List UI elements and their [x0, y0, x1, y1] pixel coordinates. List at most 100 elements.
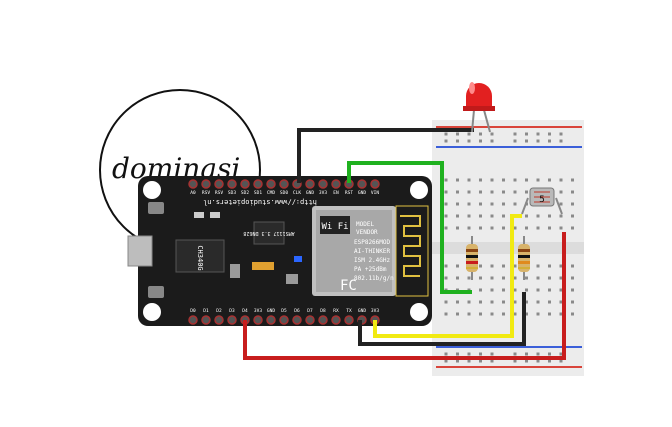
smd-component [286, 274, 298, 284]
pin-label: SD2 [241, 190, 249, 196]
pin [240, 179, 250, 189]
pin-label: D7 [307, 308, 313, 314]
breadboard-hole [571, 202, 574, 206]
pin [188, 179, 198, 189]
rail-hole [548, 352, 551, 356]
pin [188, 315, 198, 325]
resistor [466, 236, 478, 280]
breadboard-hole [536, 288, 540, 292]
breadboard-hole [513, 178, 517, 182]
rail-hole [548, 359, 551, 363]
breadboard-hole [548, 226, 551, 230]
breadboard-hole [467, 226, 471, 230]
breadboard-hole [571, 300, 574, 304]
breadboard-hole [444, 300, 448, 304]
breadboard-hole [571, 276, 574, 280]
breadboard-hole [456, 190, 459, 194]
rail-hole [444, 132, 448, 136]
pin [214, 315, 224, 325]
breadboard-hole [559, 276, 563, 280]
rail-hole [559, 132, 563, 136]
pin-label: SD1 [254, 190, 262, 196]
pin-label: D5 [281, 308, 287, 314]
breadboard-hole [490, 178, 494, 182]
breadboard-hole [536, 226, 540, 230]
breadboard-hole [456, 264, 459, 268]
breadboard-hole [444, 178, 448, 182]
breadboard-hole [571, 226, 574, 230]
rail-hole [559, 359, 563, 363]
breadboard-hole [502, 288, 505, 292]
breadboard-hole [525, 300, 528, 304]
rail-hole [467, 132, 471, 136]
breadboard-hole [502, 312, 505, 316]
breadboard-hole [571, 178, 574, 182]
rail-hole [479, 359, 482, 363]
breadboard-hole [479, 264, 482, 268]
breadboard-hole [479, 214, 482, 218]
breadboard-hole [559, 190, 563, 194]
breadboard-hole [456, 202, 459, 206]
module-text-line: 802.11b/g/n [354, 275, 394, 282]
pin-label: 3V3 [371, 308, 379, 314]
pin-label: D4 [242, 308, 248, 314]
pin [305, 179, 315, 189]
usb-connector [127, 235, 153, 267]
breadboard-hole [490, 202, 494, 206]
breadboard-hole [525, 288, 528, 292]
breadboard-hole [571, 214, 574, 218]
breadboard-hole [444, 276, 448, 280]
resistor [518, 236, 530, 280]
rail-hole [536, 352, 540, 356]
pin [318, 179, 328, 189]
ldr-label: 5 [539, 195, 545, 205]
breadboard-hole [559, 202, 563, 206]
rail-hole [467, 139, 471, 143]
breadboard-hole [571, 190, 574, 194]
breadboard-hole [479, 276, 482, 280]
rail-hole [548, 139, 551, 143]
breadboard-hole [559, 226, 563, 230]
pin [370, 179, 380, 189]
pin-label: D8 [320, 308, 326, 314]
breadboard-hole [502, 202, 505, 206]
breadboard-hole [456, 226, 459, 230]
capacitor [252, 262, 274, 270]
breadboard-hole [490, 276, 494, 280]
pin [344, 315, 354, 325]
rail-hole [456, 139, 459, 143]
pin [318, 315, 328, 325]
breadboard-hole [456, 312, 459, 316]
breadboard-hole [525, 312, 528, 316]
pin-label: CLK [293, 190, 301, 196]
rail-hole [559, 352, 563, 356]
smd-component [194, 212, 204, 218]
voltage-regulator [253, 221, 285, 245]
breadboard-hole [513, 300, 517, 304]
uart-chip [175, 239, 225, 273]
breadboard-hole [559, 288, 563, 292]
breadboard-hole [525, 276, 528, 280]
pin-label: RSV [202, 190, 210, 196]
regulator-label: AMS1117 3.3 DN628 [243, 230, 294, 236]
rail-hole [467, 352, 471, 356]
pin [331, 179, 341, 189]
rail-hole [536, 132, 540, 136]
pin [266, 315, 276, 325]
breadboard-hole [490, 264, 494, 268]
breadboard-hole [479, 300, 482, 304]
rail-hole [479, 139, 482, 143]
breadboard-hole [444, 214, 448, 218]
rail-hole [525, 139, 528, 143]
rail-hole [467, 359, 471, 363]
pin-label: GND [358, 308, 366, 314]
breadboard-hole [559, 178, 563, 182]
wire-green [347, 161, 472, 294]
breadboard-hole [548, 288, 551, 292]
breadboard-hole [548, 300, 551, 304]
rail-hole [456, 132, 459, 136]
breadboard-hole [548, 276, 551, 280]
